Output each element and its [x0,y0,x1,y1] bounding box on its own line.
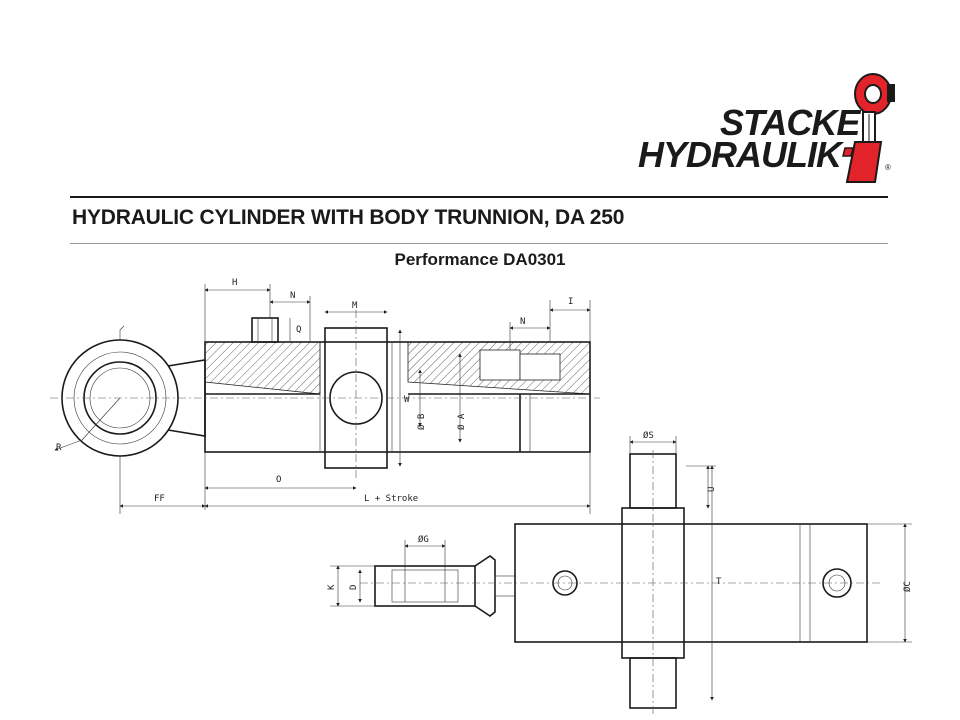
dim-label-c: ØC [902,581,913,592]
header-rule [70,196,888,198]
plan-view [360,450,880,715]
dimension-lines-plan [330,436,912,701]
dim-label-t: T [716,577,722,587]
technical-drawing: H N Q M I N W Ø B Ø A R O FF L + Stroke [50,278,913,715]
stacke-hydraulik-logo: STACKE HYDRAULIK ® [630,70,900,195]
dim-label-q: Q [296,325,301,335]
dim-label-u: U [707,487,717,492]
dimension-lines-top [119,284,591,514]
title-divider [70,243,888,244]
logo-text-line2: HYDRAULIK [638,134,842,175]
dim-label-l-stroke: L + Stroke [364,494,418,504]
cylinder-body [204,341,591,453]
dim-label-i: I [568,297,573,307]
side-section-view [50,310,600,480]
dim-label-s: ØS [643,430,654,441]
dim-label-m: M [352,301,358,311]
dim-label-r: R [56,443,62,453]
dim-label-n-right: N [520,317,525,327]
dim-label-d: D [349,585,359,590]
dim-label-g: ØG [418,534,429,545]
dim-label-o: O [276,475,281,485]
dim-label-h: H [232,278,237,288]
dim-label-w: W [404,395,410,405]
dim-label-k: K [327,584,337,590]
cylinder-logo-icon: ® [842,73,895,183]
dim-label-b: Ø B [416,414,427,430]
dim-label-ff: FF [154,494,165,504]
rod-eye [54,325,206,457]
registered-mark: ® [885,163,891,172]
page-subtitle: Performance DA0301 [394,250,566,269]
page-title: HYDRAULIC CYLINDER WITH BODY TRUNNION, D… [72,206,625,229]
dim-label-n-top: N [290,291,295,301]
dim-label-a: Ø A [456,413,467,430]
logo-text-line1: STACKE [720,102,860,143]
